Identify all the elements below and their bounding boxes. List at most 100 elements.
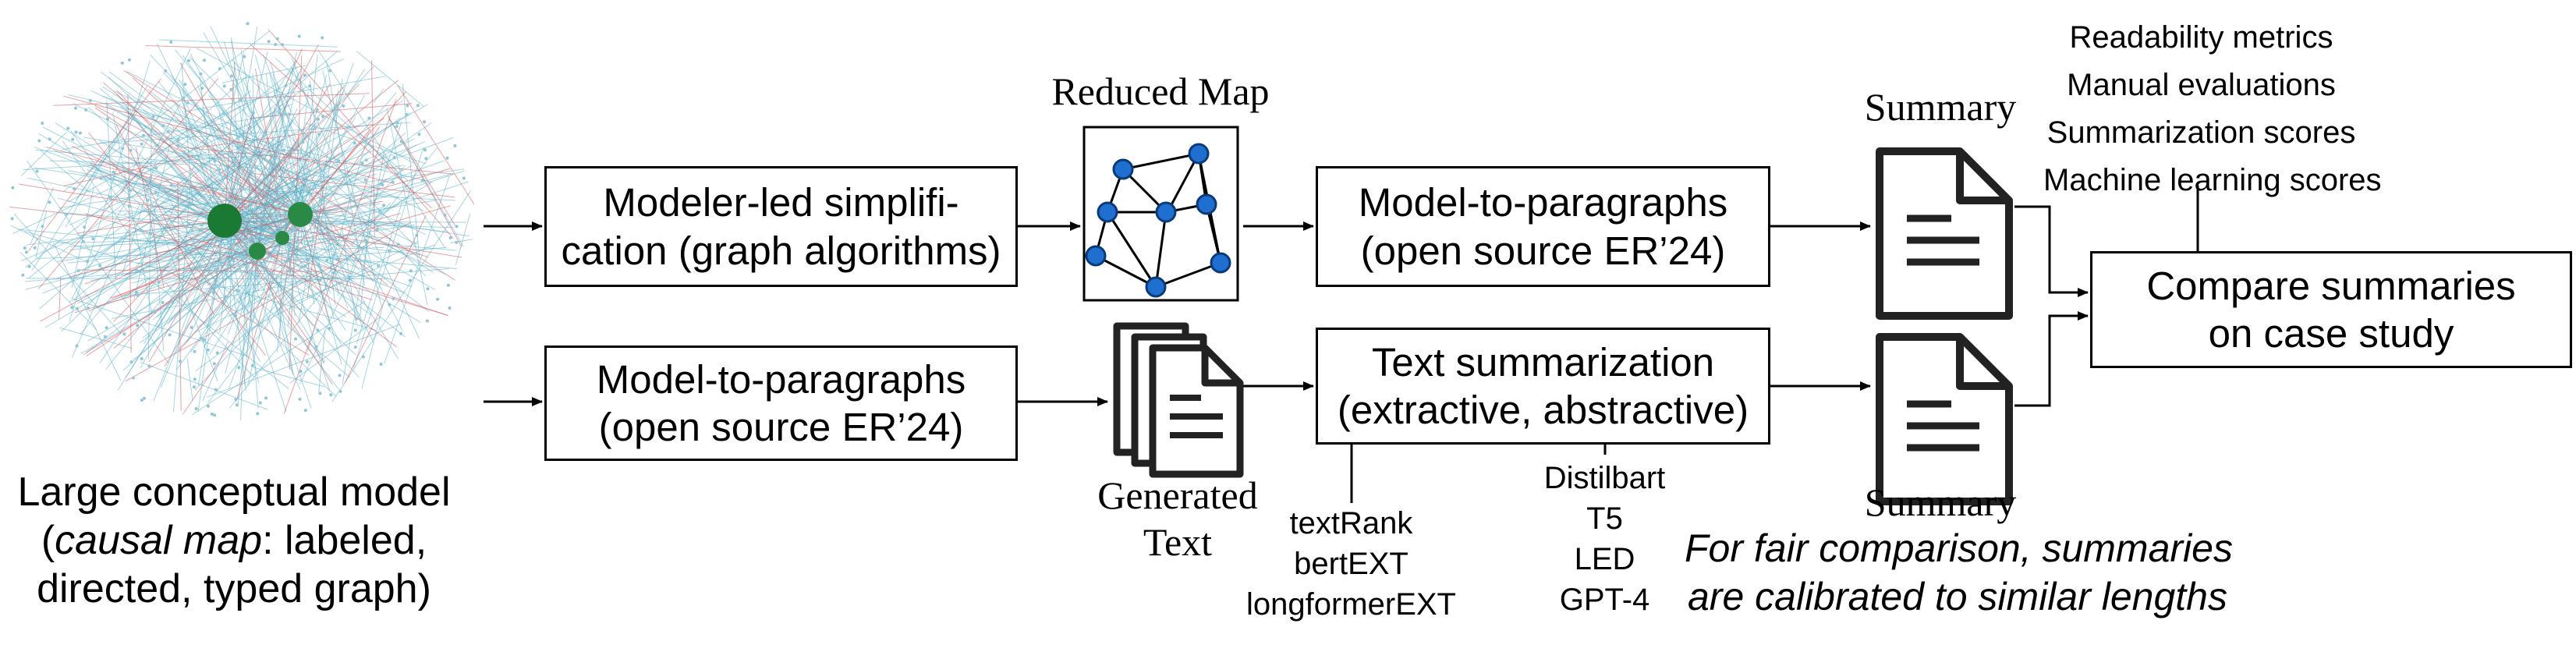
causal-map-node <box>128 58 131 62</box>
method-item: bertEXT <box>1294 547 1408 581</box>
causal-map-edge <box>224 209 338 221</box>
causal-map-node <box>194 407 198 411</box>
causal-map-node <box>282 148 286 152</box>
causal-map-edge <box>120 106 283 239</box>
causal-map-edge <box>45 146 301 215</box>
causal-map-node <box>135 268 138 272</box>
causal-map-node <box>321 198 325 202</box>
paragraphs-box-bottom: Model-to-paragraphs (open source ER’24) <box>544 345 1018 461</box>
causal-map-edge <box>384 175 450 364</box>
reduced-map-graph-icon <box>1082 126 1239 302</box>
causal-map-edge <box>122 250 258 371</box>
causal-map-node <box>309 336 313 340</box>
large-causal-map-graphic <box>9 22 475 420</box>
causal-map-node <box>325 258 329 262</box>
causal-map-node <box>293 227 297 231</box>
input-model-italic-term: causal map <box>55 518 263 563</box>
causal-map-node <box>41 225 44 229</box>
causal-map-node <box>127 204 131 208</box>
causal-map-node <box>78 131 82 135</box>
fair-comparison-note: For fair comparison, summaries are calib… <box>1685 524 2233 621</box>
causal-map-node <box>420 179 424 182</box>
summary-top-label: Summary <box>1864 85 2017 129</box>
causal-map-node <box>264 396 268 400</box>
causal-map-node <box>355 317 359 321</box>
input-model-line1: Large conceptual model <box>17 470 451 515</box>
causal-map-node <box>139 229 143 232</box>
causal-map-node <box>256 412 260 416</box>
causal-map-edge <box>353 147 424 368</box>
causal-map-node <box>131 376 135 380</box>
causal-map-node <box>108 195 112 199</box>
compare-summaries-box: Compare summaries on case study <box>2090 251 2572 368</box>
causal-map-node <box>135 290 138 294</box>
causal-map-node <box>362 246 366 250</box>
causal-map-node <box>436 297 440 301</box>
causal-map-edge <box>138 270 289 390</box>
causal-map-node <box>80 236 84 239</box>
note-line1: For fair comparison, summaries <box>1685 526 2233 570</box>
causal-map-node <box>218 236 221 240</box>
causal-map-edge <box>148 139 283 363</box>
causal-map-node <box>235 403 239 407</box>
causal-map-edge <box>154 130 212 250</box>
causal-map-node <box>328 69 332 73</box>
causal-map-node <box>99 176 103 180</box>
causal-map-node <box>203 58 206 62</box>
causal-map-node <box>285 202 289 206</box>
causal-map-node <box>426 287 430 291</box>
causal-map-edge <box>20 132 67 176</box>
causal-map-node <box>416 104 420 108</box>
document-icon <box>1876 333 2013 505</box>
simplification-box: Modeler-led simplifi- cation (graph algo… <box>544 166 1018 287</box>
causal-map-edge <box>40 150 90 193</box>
causal-map-hub-node <box>275 231 289 245</box>
causal-map-edge <box>13 213 122 334</box>
causal-map-edge <box>120 165 258 252</box>
causal-map-node <box>367 116 371 120</box>
causal-map-node <box>70 306 74 310</box>
causal-map-edge <box>182 151 207 163</box>
causal-map-node <box>186 101 190 105</box>
causal-map-edge <box>247 237 283 386</box>
causal-map-node <box>249 158 253 161</box>
abstractive-methods-list: Distilbart T5 LED GPT-4 <box>1509 458 1700 620</box>
causal-map-node <box>318 392 322 395</box>
causal-map-edge <box>246 250 258 356</box>
causal-map-edge <box>138 99 255 144</box>
causal-map-node <box>185 250 189 253</box>
causal-map-edge <box>23 230 377 331</box>
causal-map-node <box>315 108 319 112</box>
causal-map-edge <box>322 70 382 307</box>
causal-map-node <box>142 396 146 400</box>
causal-map-edge <box>53 242 122 381</box>
causal-map-node <box>294 240 298 244</box>
causal-map-edge <box>59 327 133 349</box>
causal-map-node <box>129 360 133 364</box>
causal-map-node <box>334 108 338 112</box>
causal-map-edge <box>71 204 140 358</box>
causal-map-edge <box>224 220 325 363</box>
causal-map-node <box>238 145 242 149</box>
input-model-caption: Large conceptual model (causal map: labe… <box>16 468 452 613</box>
causal-map-edge <box>246 241 419 331</box>
metric-item: Summarization scores <box>2046 115 2356 150</box>
causal-map-node <box>214 270 218 274</box>
causal-map-edge <box>318 330 326 392</box>
causal-map-node <box>149 232 153 236</box>
causal-map-node <box>76 307 80 310</box>
causal-map-edge <box>167 130 323 325</box>
evaluation-metrics-list: Readability metrics Manual evaluations S… <box>2043 14 2382 204</box>
causal-map-node <box>258 401 262 405</box>
causal-map-edge <box>276 83 403 331</box>
causal-map-node <box>215 351 219 355</box>
causal-map-node <box>37 139 41 143</box>
causal-map-edge <box>127 94 132 353</box>
causal-map-node <box>408 278 412 282</box>
causal-map-edge <box>282 172 353 239</box>
metric-item: Manual evaluations <box>2067 68 2336 102</box>
causal-map-edge <box>97 122 411 144</box>
causal-map-edge <box>133 77 299 232</box>
causal-map-node <box>91 237 95 241</box>
causal-map-node <box>230 74 233 78</box>
